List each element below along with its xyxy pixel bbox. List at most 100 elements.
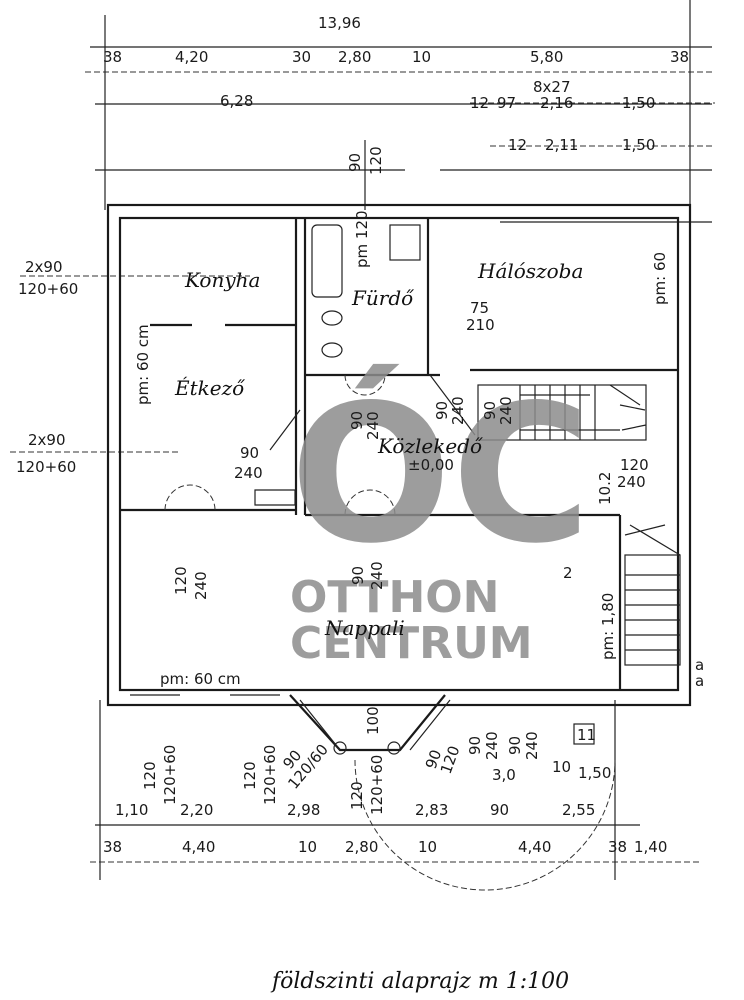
bathtub — [311, 224, 343, 298]
dimension-label: 2,83 — [415, 801, 448, 819]
dimension-label: 2,16 — [540, 94, 573, 112]
dimension-label: ÓC — [290, 363, 591, 585]
dimension-label: 240 — [234, 464, 263, 482]
dimension-label: OTTHON — [290, 572, 500, 623]
dimension-label: 90 — [349, 566, 367, 585]
dimension-label: 10 — [298, 838, 317, 856]
dimension-label: 1,40 — [634, 838, 667, 856]
top-dimensions: 13,96 38 4,20 30 2,80 10 5,80 38 6,28 8x… — [103, 14, 689, 175]
staircase — [477, 384, 681, 666]
dimension-label: 90 — [466, 736, 484, 755]
dimension-label: 12 — [508, 136, 527, 154]
dimension-label: 13,96 — [318, 14, 361, 32]
dimension-label: 90 — [506, 736, 524, 755]
dimension-label: 38 — [608, 838, 627, 856]
dimension-label: 240 — [617, 473, 646, 491]
dimension-label: 2x90 — [25, 258, 63, 276]
bottom-dimensions: 1,10 2,20 2,98 2,83 90 2,55 38 4,40 10 2… — [103, 801, 667, 856]
dimension-label: ±0,00 — [408, 456, 454, 474]
sink — [389, 224, 421, 261]
dimension-label: 38 — [670, 48, 689, 66]
dimension-label: 1,50 — [622, 136, 655, 154]
dimension-label: 10.2 — [596, 472, 614, 505]
dimension-label: 240 — [192, 571, 210, 600]
bottom-window-annotations: 120 120+60 120 120+60 90 120/60 100 120 … — [141, 706, 611, 815]
dimension-label: 1,50 — [578, 764, 611, 782]
walls — [106, 203, 692, 707]
dimension-label: 4,40 — [182, 838, 215, 856]
dimension-label: CENTRUM — [290, 618, 533, 669]
dimension-label: 38 — [103, 838, 122, 856]
doors — [164, 374, 616, 891]
dimension-label: 2,11 — [545, 136, 578, 154]
dimension-label: 2,20 — [180, 801, 213, 819]
dimension-label: 2,80 — [338, 48, 371, 66]
dimension-label: 240 — [497, 396, 515, 425]
drawing-caption: földszinti alaprajz m 1:100 — [270, 969, 569, 994]
otthon-centrum-watermark: ÓC OTTHON CENTRUM — [290, 363, 591, 669]
dimension-label: 4,40 — [518, 838, 551, 856]
dimension-label: 120+60 — [18, 280, 78, 298]
dimension-label: 120 — [367, 146, 385, 175]
dimension-label: 11 — [577, 726, 596, 744]
dimension-label: 10 — [418, 838, 437, 856]
dimension-label: 1,10 — [115, 801, 148, 819]
dimension-label: Fürdő — [351, 286, 414, 310]
dimension-label: 120+60 — [161, 745, 179, 805]
dimension-label: 2,80 — [345, 838, 378, 856]
room-labels: Konyha Étkező Fürdő Hálószoba Közlekedő … — [174, 259, 583, 640]
dimension-label: Közlekedő — [377, 434, 483, 458]
dimension-label: 120 — [141, 761, 159, 790]
dimension-label: 4,20 — [175, 48, 208, 66]
bay-window — [130, 694, 451, 755]
dimension-label: 90 — [346, 153, 364, 172]
dimension-label: 75 — [470, 299, 489, 317]
dimension-label: 10 — [552, 758, 571, 776]
dimension-label: 90 — [433, 401, 451, 420]
dimension-label: 38 — [103, 48, 122, 66]
toilet — [321, 310, 343, 326]
dimension-label: 90 — [422, 747, 445, 771]
dimension-label: 10 — [412, 48, 431, 66]
dimension-label: Hálószoba — [477, 259, 583, 283]
dimension-label: 120 — [620, 456, 649, 474]
bidet — [321, 342, 343, 358]
dimension-label: 120 — [348, 781, 366, 810]
dimension-label: 120+60 — [261, 745, 279, 805]
dimension-label: 90 — [481, 401, 499, 420]
dimension-label: 90 — [348, 411, 366, 430]
dimension-label: 97 — [497, 94, 516, 112]
dimension-label: 120 — [437, 743, 464, 776]
dimension-label: 3,0 — [492, 766, 516, 784]
dimension-label: a — [695, 656, 704, 674]
dimension-label: 120+60 — [16, 458, 76, 476]
dimension-label: 5,80 — [530, 48, 563, 66]
annotations: 2x90 120+60 2x90 120+60 pm: 60 cm pm 120… — [16, 210, 704, 690]
dimension-label: pm: 60 — [651, 252, 669, 305]
dimension-label: 240 — [449, 396, 467, 425]
dimension-label: Étkező — [174, 376, 245, 400]
dimension-label: 30 — [292, 48, 311, 66]
dimension-label: pm: 60 cm — [160, 670, 241, 688]
dimension-label: 240 — [364, 411, 382, 440]
dimension-label: pm: 60 cm — [134, 324, 152, 405]
dimension-label: 90 — [240, 444, 259, 462]
dimension-label: 210 — [466, 316, 495, 334]
dimension-label: 2,55 — [562, 801, 595, 819]
dimension-lines — [10, 0, 715, 880]
dimension-label: 120 — [172, 566, 190, 595]
dimension-label: 2 — [563, 564, 573, 582]
dimension-label: 100 — [364, 706, 382, 735]
dimension-label: 1,50 — [622, 94, 655, 112]
dimension-label: 240 — [483, 731, 501, 760]
dimension-label: 240 — [368, 561, 386, 590]
dimension-label: Konyha — [184, 268, 260, 292]
dimension-label: Nappali — [324, 616, 405, 640]
dimension-label: 2,98 — [287, 801, 320, 819]
dimension-label: 240 — [523, 731, 541, 760]
dimension-label: 12 — [470, 94, 489, 112]
dimension-label: 90 — [490, 801, 509, 819]
dimension-label: 8x27 — [533, 78, 571, 96]
dimension-label: 2x90 — [28, 431, 66, 449]
